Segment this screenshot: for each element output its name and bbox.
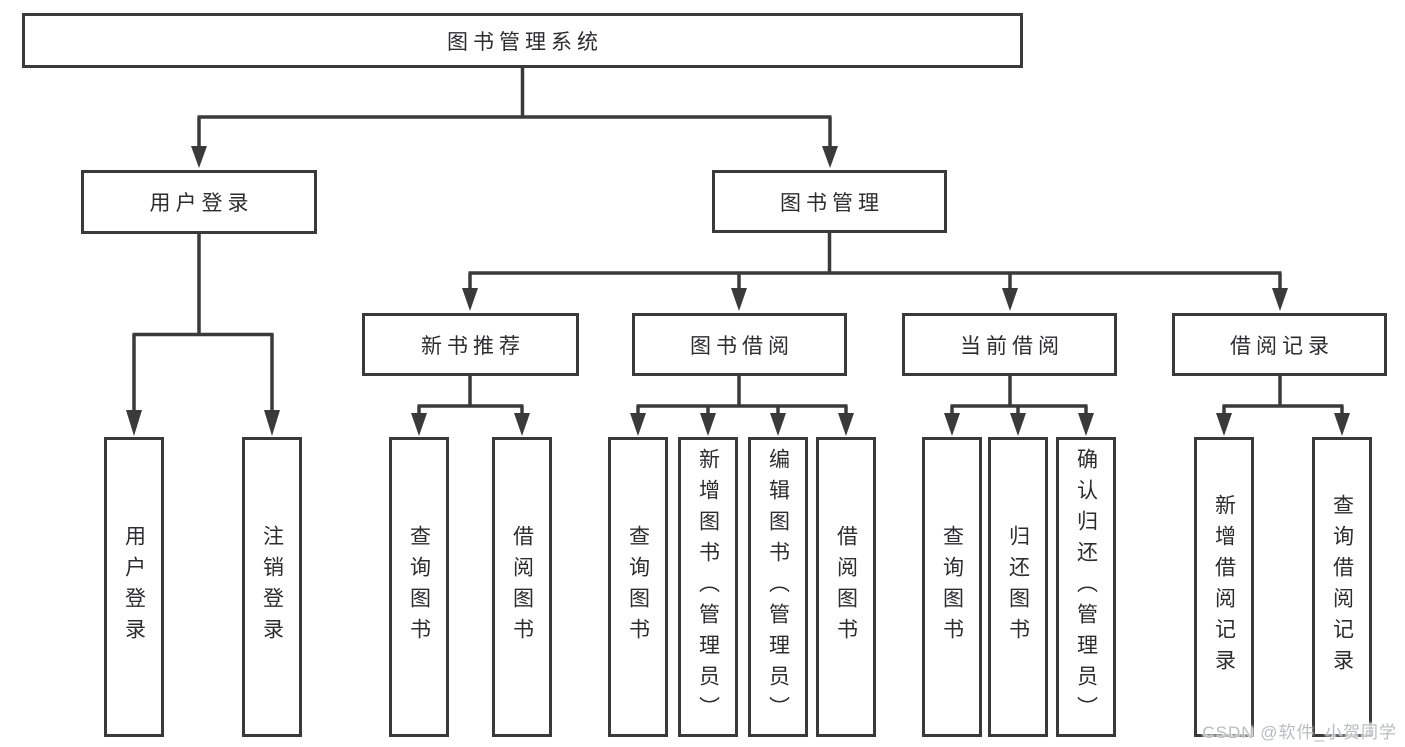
node-label: 新增图书（管理员） bbox=[696, 447, 720, 727]
node-label: 用户登录 bbox=[122, 525, 146, 649]
node-borrow-records: 借阅记录 bbox=[1172, 313, 1387, 376]
connector-book-borrow-to-leaves bbox=[630, 376, 854, 436]
node-book-borrow: 图书借阅 bbox=[632, 313, 847, 376]
node-label: 查询借阅记录 bbox=[1330, 494, 1354, 680]
node-new-book-recommend: 新书推荐 bbox=[362, 313, 579, 376]
node-add-borrow-record: 新增借阅记录 bbox=[1194, 437, 1254, 737]
connector-root-to-level2 bbox=[191, 68, 838, 168]
node-borrow-books-action: 借阅图书 bbox=[816, 437, 876, 737]
node-edit-books-admin: 编辑图书（管理员） bbox=[748, 437, 808, 737]
node-label: 注销登录 bbox=[260, 525, 284, 649]
node-confirm-return-admin: 确认归还（管理员） bbox=[1056, 437, 1116, 737]
node-borrow-books-recommend: 借阅图书 bbox=[492, 437, 552, 737]
node-query-books-current: 查询图书 bbox=[922, 437, 982, 737]
node-label: 确认归还（管理员） bbox=[1074, 447, 1098, 727]
node-label: 查询图书 bbox=[626, 525, 650, 649]
node-label: 新增借阅记录 bbox=[1212, 494, 1236, 680]
connector-user-login-to-leaves bbox=[126, 234, 280, 436]
csdn-watermark: CSDN @软件_小贺同学 bbox=[1202, 723, 1397, 742]
node-add-books-admin: 新增图书（管理员） bbox=[678, 437, 738, 737]
node-label: 编辑图书（管理员） bbox=[766, 447, 790, 727]
node-library-management-system: 图书管理系统 bbox=[22, 13, 1023, 68]
node-query-books-borrow: 查询图书 bbox=[608, 437, 668, 737]
connector-new-book-recommend-to-leaves bbox=[411, 376, 530, 436]
node-book-management: 图书管理 bbox=[712, 170, 947, 233]
node-query-borrow-record: 查询借阅记录 bbox=[1312, 437, 1372, 737]
node-user-login: 用户登录 bbox=[81, 170, 317, 234]
connector-book-management-to-level3 bbox=[462, 233, 1288, 311]
node-user-login-action: 用户登录 bbox=[104, 437, 164, 737]
connector-current-borrow-to-leaves bbox=[944, 376, 1094, 436]
node-label: 借阅图书 bbox=[510, 525, 534, 649]
node-label: 查询图书 bbox=[407, 525, 431, 649]
connector-borrow-records-to-leaves bbox=[1216, 376, 1350, 436]
node-current-borrow: 当前借阅 bbox=[902, 313, 1117, 376]
node-return-books: 归还图书 bbox=[988, 437, 1048, 737]
node-logout-action: 注销登录 bbox=[242, 437, 302, 737]
node-query-books-recommend: 查询图书 bbox=[389, 437, 449, 737]
node-label: 借阅图书 bbox=[834, 525, 858, 649]
node-label: 查询图书 bbox=[940, 525, 964, 649]
node-label: 归还图书 bbox=[1006, 525, 1030, 649]
